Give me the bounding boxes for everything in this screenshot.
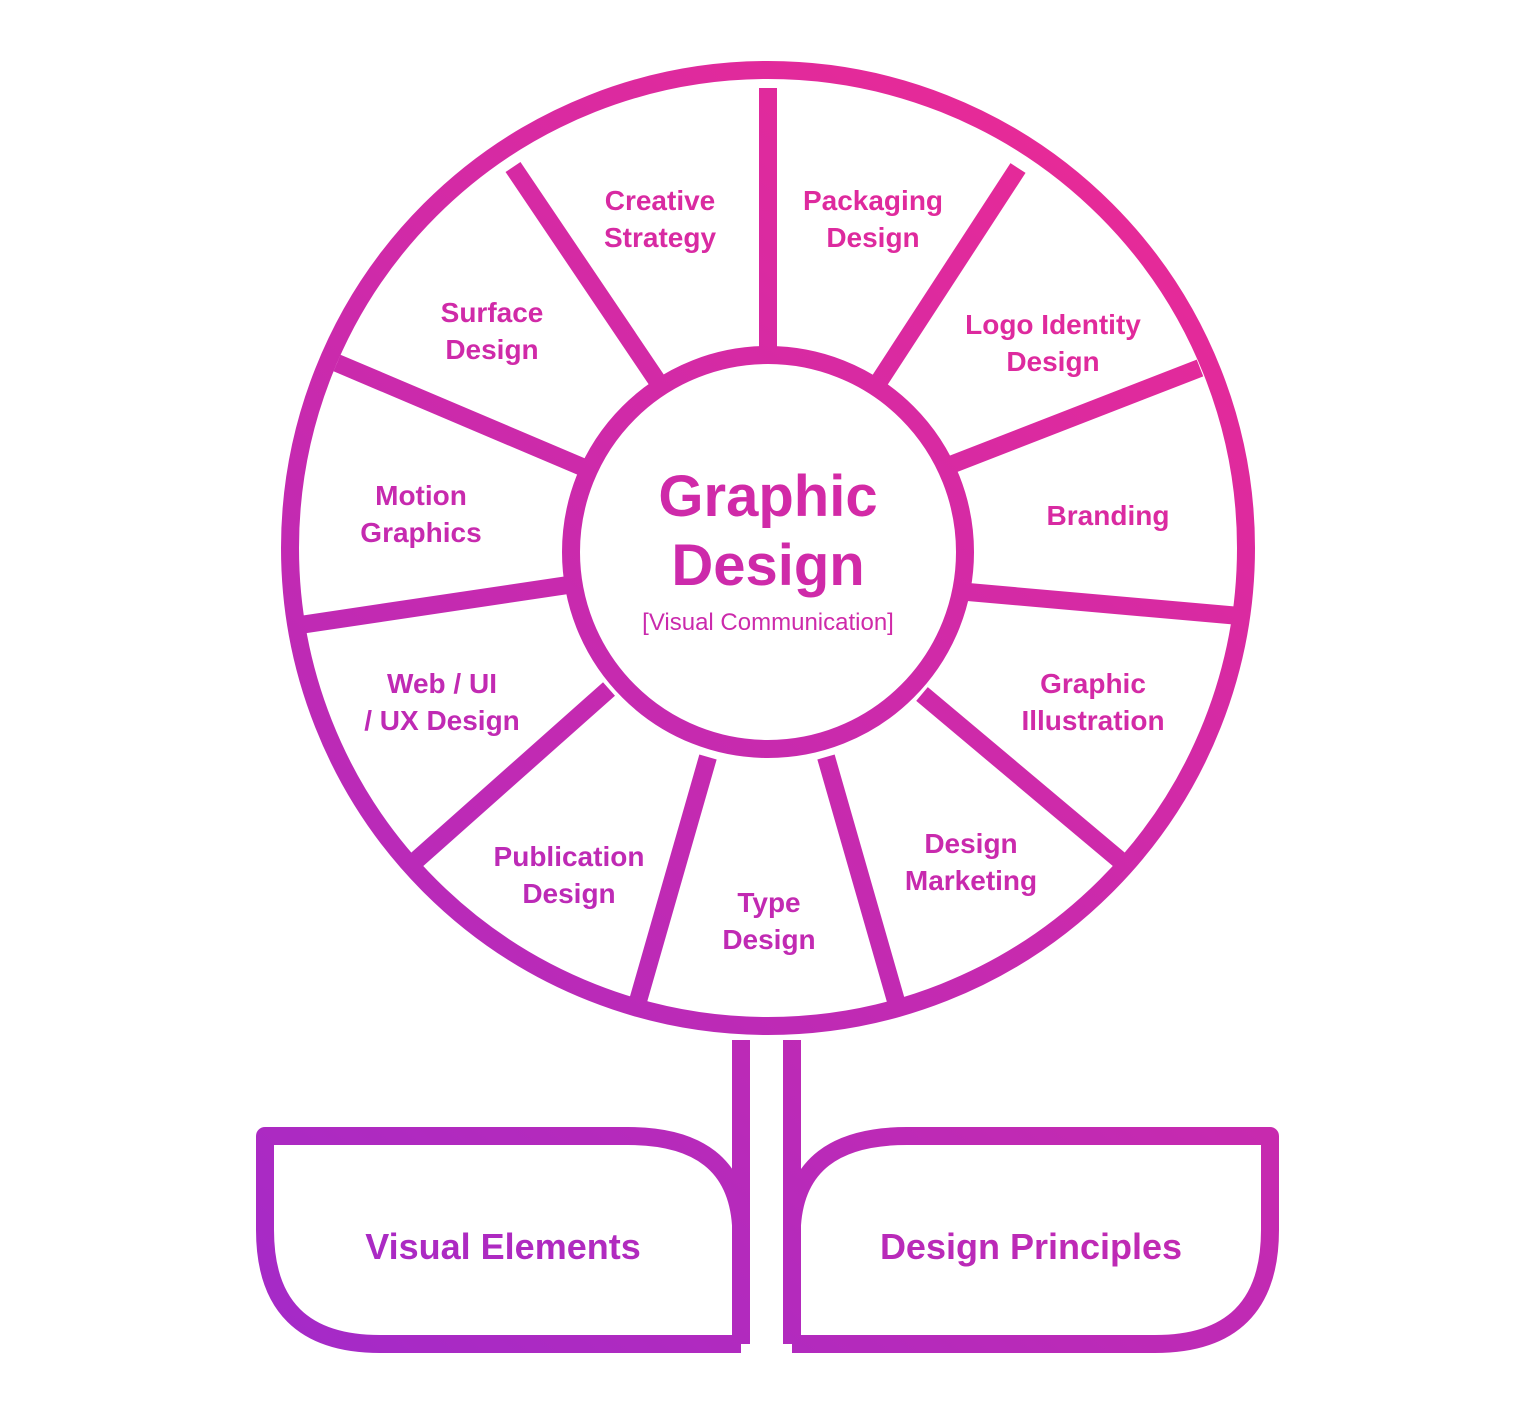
petal-label-line: Design [826, 222, 919, 253]
petal-label-line: Type [737, 887, 800, 918]
petal-divider-9 [298, 576, 570, 634]
petal-label-line: Design [445, 334, 538, 365]
petal-divider-7 [627, 754, 717, 1011]
petal-label-line: Design [924, 828, 1017, 859]
center-subtitle: [Visual Communication] [642, 609, 894, 636]
flower-head [281, 61, 1255, 1035]
petal-label-line: Logo Identity [965, 309, 1141, 340]
petal-label-line: Creative [605, 185, 716, 216]
petal-label-line: Graphics [360, 517, 481, 548]
petal-divider-10 [333, 354, 591, 478]
petal-divider-2 [872, 163, 1026, 385]
outer-ring [281, 61, 1255, 1035]
petal-label-line: Design [1006, 346, 1099, 377]
right-leaf: Design Principles [783, 1127, 1279, 1353]
petal-label-line: Graphic [1040, 668, 1146, 699]
petal-label-line: Branding [1047, 500, 1170, 531]
petal-label-web-ui-ux-design: Web / UI / UX Design [364, 668, 520, 736]
petal-label-line: Web / UI [387, 668, 497, 699]
left-leaf-outline [256, 1127, 750, 1353]
petal-dividers [298, 88, 1241, 1011]
petal-label-line: Marketing [905, 865, 1037, 896]
left-leaf: Visual Elements [256, 1127, 750, 1353]
petal-divider-8 [406, 682, 615, 871]
petal-label-line: Publication [494, 841, 645, 872]
petal-divider-4 [967, 583, 1241, 625]
flower-stem [732, 1040, 801, 1344]
center-label: Graphic Design [Visual Communication] [642, 464, 894, 636]
petal-label-branding: Branding [1047, 500, 1170, 531]
petal-divider-6 [817, 754, 907, 1011]
petal-label-line: Illustration [1021, 705, 1164, 736]
center-ring [562, 346, 974, 758]
petal-label-line: Design [522, 878, 615, 909]
petal-divider-3 [949, 359, 1204, 473]
petal-label-line: / UX Design [364, 705, 520, 736]
petal-divider-11 [505, 161, 668, 391]
petal-label-line: Surface [441, 297, 544, 328]
petal-label-line: Design [722, 924, 815, 955]
petal-label-line: Packaging [803, 185, 943, 216]
right-leaf-outline [783, 1127, 1279, 1353]
left-leaf-label: Visual Elements [365, 1226, 640, 1267]
center-title-line2: Design [671, 533, 864, 598]
petal-label-line: Strategy [604, 222, 716, 253]
petal-label-line: Motion [375, 480, 467, 511]
right-leaf-label: Design Principles [880, 1226, 1182, 1267]
center-title-line1: Graphic [658, 464, 877, 529]
petal-divider-5 [916, 687, 1128, 869]
